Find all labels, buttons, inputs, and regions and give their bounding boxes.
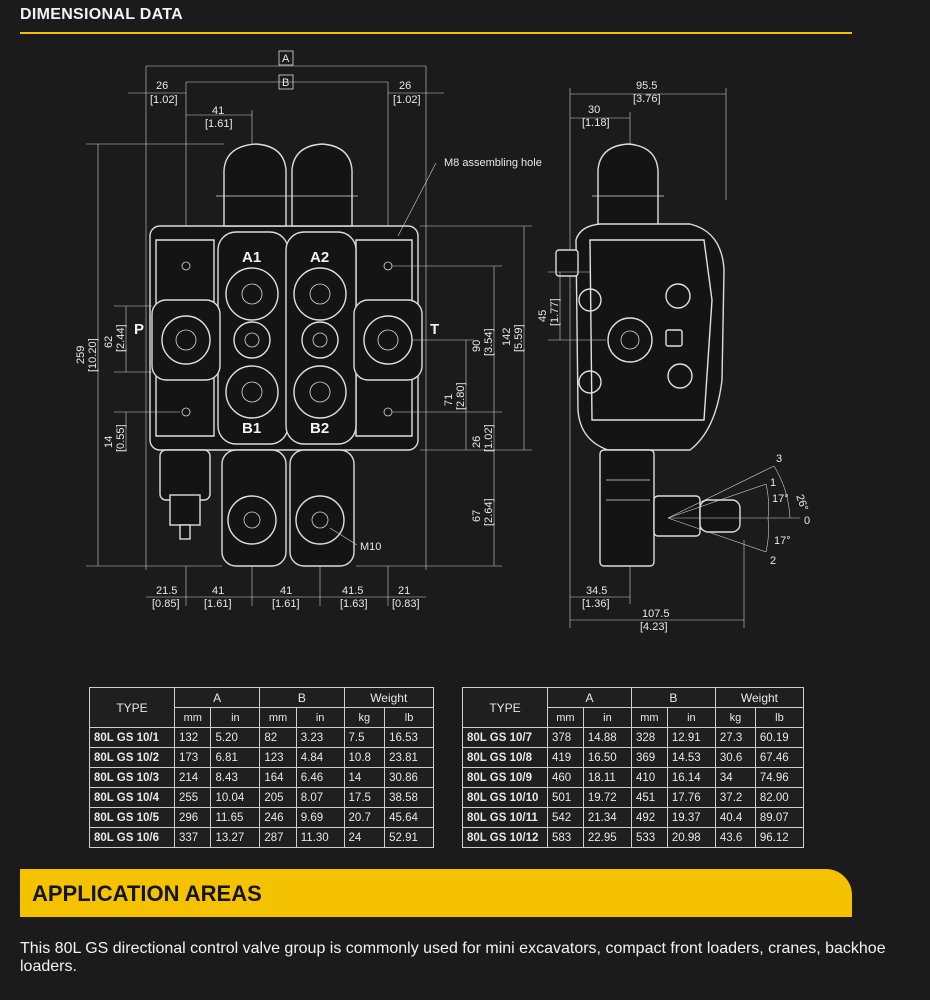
dim-90-in: [3.54] xyxy=(483,328,495,356)
dim-26-left-in: [1.02] xyxy=(150,94,178,106)
dim-bottom-41-a: 41 xyxy=(212,585,224,597)
dim-142: 142 xyxy=(501,328,513,346)
port-b2-label: B2 xyxy=(310,420,329,437)
m8-callout: M8 assembling hole xyxy=(444,157,542,169)
dim-a-label: A xyxy=(282,53,290,65)
dim-41: 41 xyxy=(212,105,224,117)
col-a-in: in xyxy=(582,707,632,728)
dim-67: 67 xyxy=(471,510,483,522)
dim-259: 259 xyxy=(75,346,87,364)
col-lb: lb xyxy=(754,707,805,728)
col-kg: kg xyxy=(714,707,756,728)
col-a: A xyxy=(547,687,632,708)
col-kg: kg xyxy=(343,707,386,728)
m10-callout: M10 xyxy=(360,541,381,553)
position-2: 2 xyxy=(770,555,776,567)
dim-95-5: 95.5 xyxy=(636,80,657,92)
position-1: 1 xyxy=(770,477,776,489)
col-lb: lb xyxy=(384,707,434,728)
dim-30: 30 xyxy=(588,104,600,116)
col-weight: Weight xyxy=(343,687,435,708)
dim-bottom-41-b: 41 xyxy=(280,585,292,597)
application-areas-title: APPLICATION AREAS xyxy=(32,881,262,906)
section-divider xyxy=(20,32,852,34)
col-a: A xyxy=(173,687,261,708)
dim-45: 45 xyxy=(537,310,549,322)
dim-95-5-in: [3.76] xyxy=(633,93,661,105)
dim-bottom-21: 21 xyxy=(398,585,410,597)
col-a-mm: mm xyxy=(547,707,584,728)
port-p-label: P xyxy=(134,321,144,338)
application-areas-text: This 80L GS directional control valve gr… xyxy=(20,940,886,975)
technical-drawing: A B 26 [1.02] 26 [1.02] 41 [1.61] A1 A2 … xyxy=(75,50,810,633)
angle-26: 26° xyxy=(793,493,810,513)
dim-259-in: [10.20] xyxy=(87,338,99,372)
dim-bottom-41-b-in: [1.61] xyxy=(272,598,300,610)
dim-14-in: [0.55] xyxy=(115,424,127,452)
col-b-mm: mm xyxy=(259,707,297,728)
col-b-in: in xyxy=(666,707,716,728)
dim-34-5-in: [1.36] xyxy=(582,598,610,610)
dim-45-in: [1.77] xyxy=(549,298,561,326)
dim-26-vertical: 26 xyxy=(471,436,483,448)
col-b: B xyxy=(630,687,716,708)
dim-30-in: [1.18] xyxy=(582,117,610,129)
dim-71: 71 xyxy=(443,394,455,406)
port-t-label: T xyxy=(430,321,439,338)
dim-26-left: 26 xyxy=(156,80,168,92)
col-a-in: in xyxy=(210,707,261,728)
application-areas-banner: APPLICATION AREAS xyxy=(20,869,852,917)
position-0: 0 xyxy=(804,515,810,527)
dim-107-5-in: [4.23] xyxy=(640,621,668,633)
angle-17-lower: 17° xyxy=(774,535,791,547)
col-b-mm: mm xyxy=(630,707,668,728)
col-a-mm: mm xyxy=(173,707,212,728)
dim-34-5: 34.5 xyxy=(586,585,607,597)
dim-41-in: [1.61] xyxy=(205,118,233,130)
dim-bottom-41-5: 41.5 xyxy=(342,585,363,597)
spec-table-left: TYPE A B Weight mm in mm in kg lb 80L GS… xyxy=(89,687,435,848)
port-b1-label: B1 xyxy=(242,420,261,437)
dim-71-in: [2.80] xyxy=(455,382,467,410)
port-a2-label: A2 xyxy=(310,249,329,266)
dim-62: 62 xyxy=(103,336,115,348)
col-type: TYPE xyxy=(89,687,175,728)
col-weight: Weight xyxy=(714,687,805,708)
dim-bottom-21-5-in: [0.85] xyxy=(152,598,180,610)
dim-bottom-21-5: 21.5 xyxy=(156,585,177,597)
dim-26-right-in: [1.02] xyxy=(393,94,421,106)
dim-bottom-41-a-in: [1.61] xyxy=(204,598,232,610)
dim-62-in: [2.44] xyxy=(115,324,127,352)
dim-26-vertical-in: [1.02] xyxy=(483,424,495,452)
dim-26-right: 26 xyxy=(399,80,411,92)
dim-107-5: 107.5 xyxy=(642,608,670,620)
col-b-in: in xyxy=(295,707,345,728)
position-3: 3 xyxy=(776,453,782,465)
port-a1-label: A1 xyxy=(242,249,261,266)
dim-14: 14 xyxy=(103,436,115,448)
dim-67-in: [2.64] xyxy=(483,498,495,526)
dim-b-label: B xyxy=(282,77,289,89)
dim-142-in: [5.59] xyxy=(513,324,525,352)
section-title: DIMENSIONAL DATA xyxy=(20,6,184,23)
spec-table-right: TYPE A B Weight mm in mm in kg lb 80L GS… xyxy=(462,687,805,848)
dim-90: 90 xyxy=(471,340,483,352)
dim-bottom-21-in: [0.83] xyxy=(392,598,420,610)
angle-17-upper: 17° xyxy=(772,493,789,505)
col-type: TYPE xyxy=(462,687,548,728)
col-b: B xyxy=(259,687,345,708)
dim-bottom-41-5-in: [1.63] xyxy=(340,598,368,610)
